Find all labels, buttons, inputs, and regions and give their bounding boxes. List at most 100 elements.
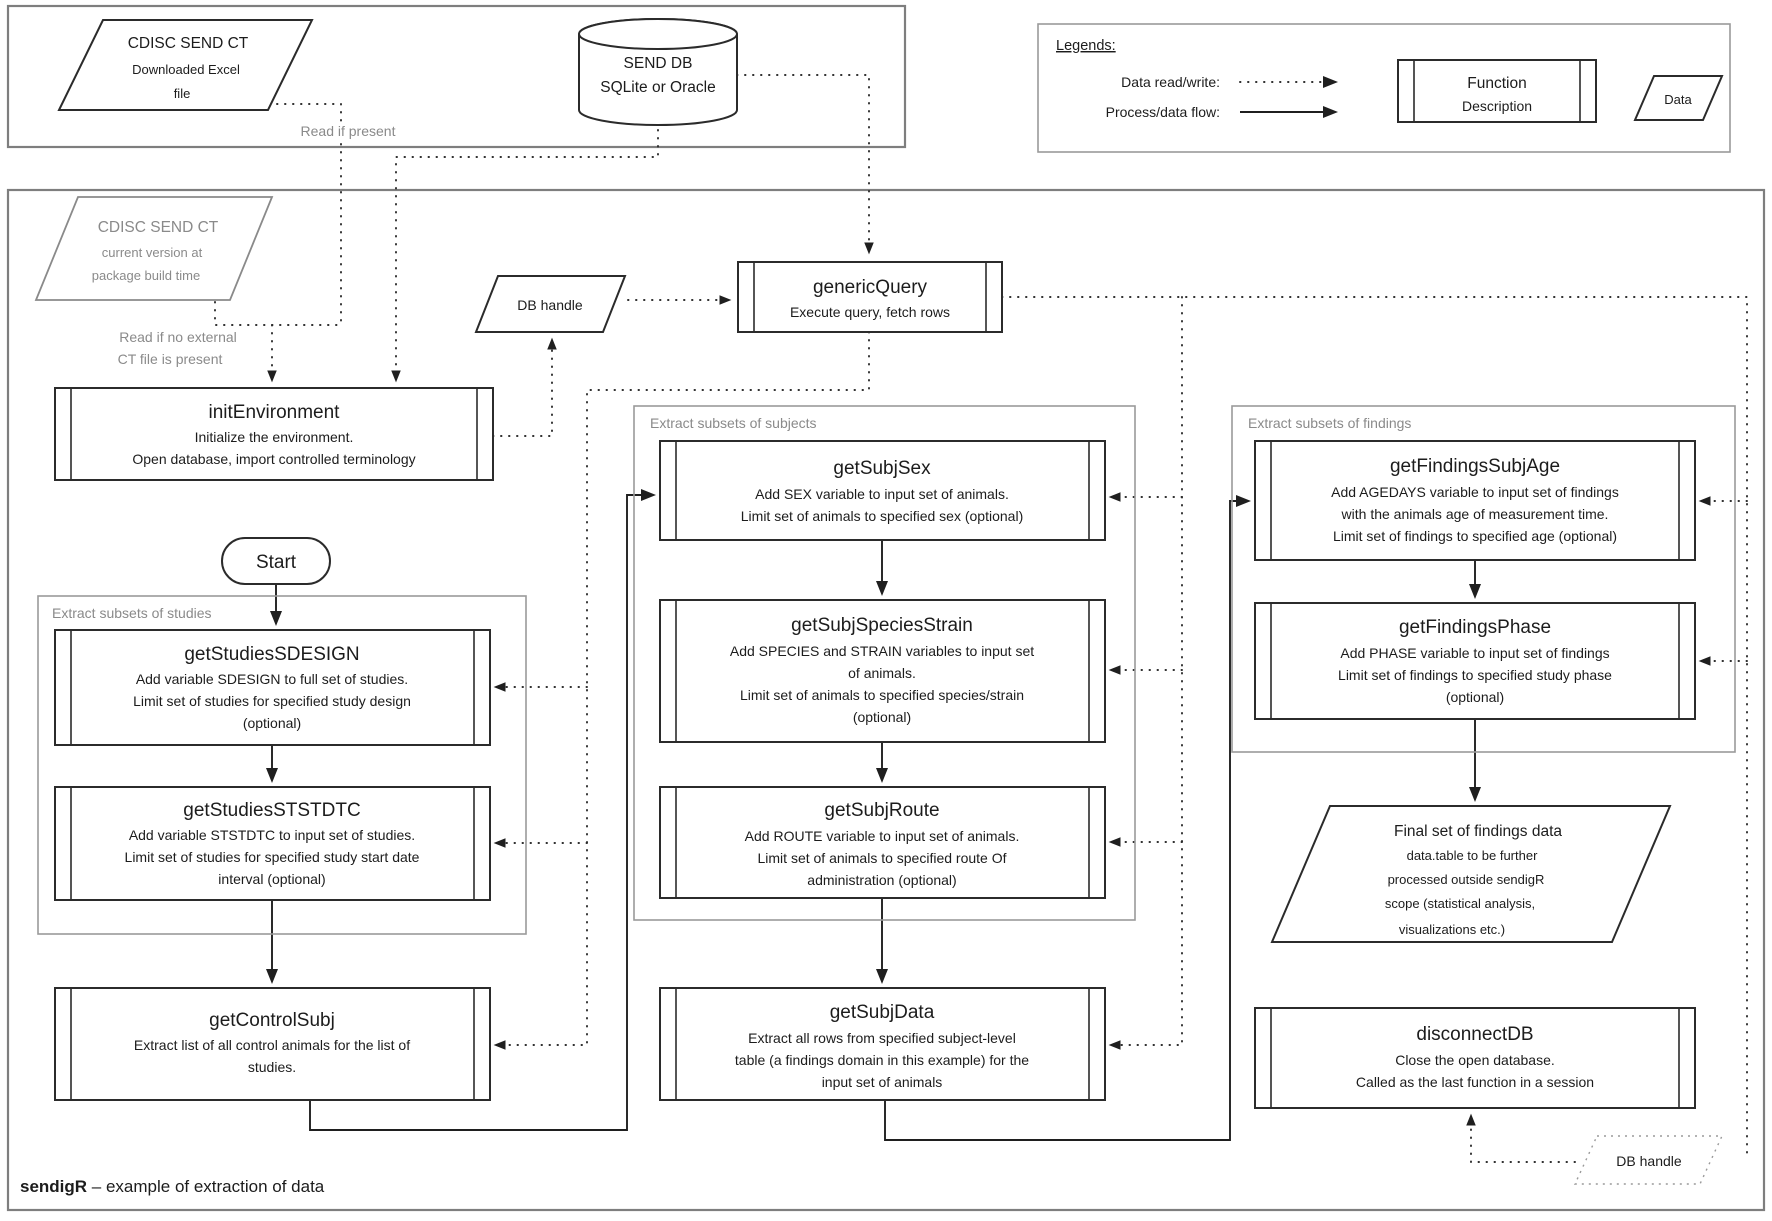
data-parallelogram — [1270, 805, 1672, 943]
node-get-subj-species-strain: getSubjSpeciesStrain Add SPECIES and STR… — [659, 599, 1106, 743]
edge-senddb-genericquery — [736, 74, 874, 255]
node-desc: table (a findings domain in this example… — [735, 1052, 1029, 1068]
node-label: DB handle — [1616, 1153, 1682, 1169]
node-desc: with the animals age of measurement time… — [1341, 506, 1609, 522]
node-line: SQLite or Oracle — [600, 79, 715, 96]
edge-dbhandle-disconnectdb — [1466, 1113, 1576, 1163]
edge-senddb-initenvironment — [391, 121, 659, 383]
node-disconnect-db: disconnectDB Close the open database. Ca… — [1254, 1007, 1696, 1109]
node-desc: Initialize the environment. — [195, 429, 354, 445]
node-desc: Limit set of studies for specified study… — [125, 849, 420, 865]
main-flow-container — [6, 188, 1766, 1212]
group-subjects — [633, 405, 1136, 921]
box-border — [1254, 440, 1696, 561]
footer-caption-rest: – example of extraction of data — [87, 1177, 325, 1196]
node-send-db: SEND DB SQLite or Oracle — [578, 18, 738, 126]
legend: Legends: Data read/write: Process/data f… — [1056, 38, 1724, 123]
node-title: getSubjRoute — [824, 800, 939, 821]
rail-genericquery-right — [1001, 296, 1748, 1159]
dotted-connectors — [204, 74, 1748, 1163]
node-desc: Limit set of animals to specified route … — [758, 850, 1007, 866]
group-findings — [1231, 405, 1736, 753]
top-sources-container — [6, 4, 907, 149]
node-get-control-subj: getControlSubj Extract list of all contr… — [54, 987, 491, 1101]
node-desc: Extract all rows from specified subject-… — [748, 1030, 1016, 1046]
node-desc: Add variable SDESIGN to full set of stud… — [136, 671, 408, 687]
data-parallelogram — [57, 19, 314, 111]
node-desc: Add SEX variable to input set of animals… — [755, 486, 1009, 502]
node-title: genericQuery — [813, 277, 928, 298]
node-title: getSubjSpeciesStrain — [791, 615, 973, 636]
label-read-if-no-external-1: Read if no external — [119, 329, 237, 345]
node-start: Start — [221, 537, 331, 585]
node-desc: (optional) — [243, 715, 301, 731]
node-line: data.table to be further — [1407, 848, 1538, 863]
legend-function-desc: Description — [1462, 98, 1532, 114]
node-cdisc-send-ct-excel: CDISC SEND CT Downloaded Excel file — [57, 19, 314, 111]
node-title: getStudiesSDESIGN — [184, 644, 359, 665]
node-line: visualizations etc.) — [1399, 922, 1505, 937]
box-border — [659, 599, 1106, 743]
node-title: getControlSubj — [209, 1010, 335, 1031]
node-generic-query: genericQuery Execute query, fetch rows — [737, 261, 1003, 333]
group-subjects-label: Extract subsets of subjects — [650, 415, 817, 431]
edge-initenvironment-dbhandle — [492, 337, 557, 437]
node-desc: Extract list of all control animals for … — [134, 1037, 410, 1053]
node-desc: Close the open database. — [1395, 1052, 1555, 1068]
node-cdisc-send-ct-current: CDISC SEND CT current version at package… — [34, 196, 274, 301]
node-get-findings-subj-age: getFindingsSubjAge Add AGEDAYS variable … — [1254, 440, 1696, 561]
node-line: file — [174, 86, 191, 101]
legend-solid-label: Process/data flow: — [1106, 104, 1220, 120]
node-title: initEnvironment — [209, 402, 341, 423]
edge-cdisc-current-join — [214, 301, 342, 326]
box-border — [1254, 1007, 1696, 1109]
node-db-handle-bottom: DB handle — [1573, 1135, 1724, 1185]
node-desc: Add ROUTE variable to input set of anima… — [745, 828, 1020, 844]
node-desc: Execute query, fetch rows — [790, 304, 950, 320]
node-title: getFindingsSubjAge — [1390, 456, 1560, 477]
edge-cdisc-excel-down — [204, 103, 342, 326]
node-line: Final set of findings data — [1394, 823, 1562, 840]
box-border — [54, 387, 494, 481]
node-desc: Add PHASE variable to input set of findi… — [1340, 645, 1609, 661]
node-title: getSubjSex — [833, 458, 931, 479]
node-line: scope (statistical analysis, — [1385, 896, 1535, 911]
node-line: CDISC SEND CT — [128, 35, 249, 52]
node-desc: Add variable STSTDTC to input set of stu… — [129, 827, 415, 843]
data-parallelogram — [474, 275, 627, 333]
node-desc: of animals. — [848, 665, 916, 681]
node-desc: studies. — [248, 1059, 296, 1075]
legend-data-label: Data — [1664, 92, 1692, 107]
node-line: SEND DB — [624, 55, 693, 72]
node-desc: Add SPECIES and STRAIN variables to inpu… — [730, 643, 1034, 659]
box-border — [54, 786, 491, 901]
node-get-findings-phase: getFindingsPhase Add PHASE variable to i… — [1254, 602, 1696, 720]
node-desc: Open database, import controlled termino… — [132, 451, 415, 467]
node-line: Downloaded Excel — [132, 62, 240, 77]
box-border — [1397, 59, 1597, 123]
node-init-environment: initEnvironment Initialize the environme… — [54, 387, 494, 481]
solid-connectors — [266, 489, 1481, 1141]
rail-genericquery-studies — [493, 331, 870, 1050]
node-desc: Limit set of animals to specified sex (o… — [741, 508, 1023, 524]
edge-getcontrolsubj-getsubjsex — [309, 489, 656, 1131]
box-border — [54, 987, 491, 1101]
group-studies — [37, 595, 527, 935]
rail-genericquery-subjects — [1108, 296, 1183, 1050]
node-desc: interval (optional) — [218, 871, 325, 887]
node-desc: Limit set of animals to specified specie… — [740, 687, 1024, 703]
start-terminator — [221, 537, 331, 585]
group-findings-label: Extract subsets of findings — [1248, 415, 1411, 431]
node-title: disconnectDB — [1416, 1024, 1533, 1045]
node-get-studies-ststdtc: getStudiesSTSTDTC Add variable STSTDTC t… — [54, 786, 491, 901]
node-desc: Called as the last function in a session — [1356, 1074, 1594, 1090]
node-desc: Limit set of findings to specified age (… — [1333, 528, 1617, 544]
node-desc: Limit set of findings to specified study… — [1338, 667, 1612, 683]
box-border — [1254, 602, 1696, 720]
legend-function-title: Function — [1467, 75, 1526, 92]
node-desc: (optional) — [853, 709, 911, 725]
node-get-subj-sex: getSubjSex Add SEX variable to input set… — [659, 440, 1106, 541]
node-label: DB handle — [517, 297, 583, 313]
data-parallelogram — [34, 196, 274, 301]
box-border — [54, 629, 491, 746]
